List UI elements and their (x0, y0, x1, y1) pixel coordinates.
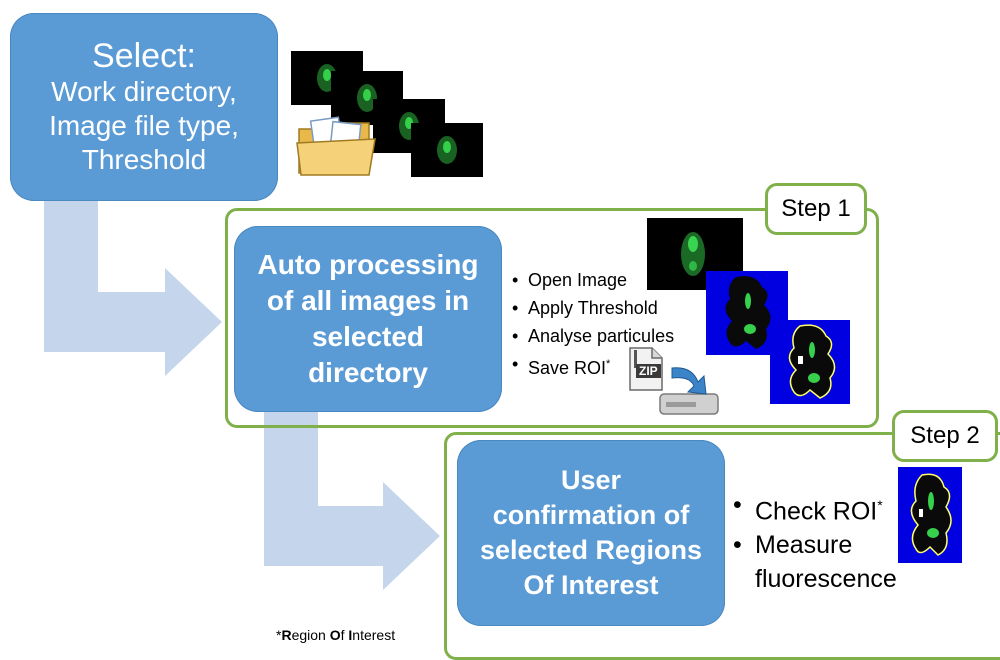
arrow-select-to-step1 (44, 195, 222, 376)
task-save-roi: Save ROI* (512, 350, 674, 382)
step1-box-line4: directory (308, 357, 428, 388)
select-line-work-directory: Work directory, (51, 76, 237, 107)
footnote-o-rest: f (340, 627, 349, 643)
select-line-image-file-type: Image file type, (49, 110, 239, 141)
footnote-o: O (329, 627, 341, 643)
select-box: Select: Work directory, Image file type,… (10, 13, 278, 201)
footnote-r: R (281, 627, 292, 643)
select-title: Select: (92, 37, 196, 75)
task-apply-threshold: Apply Threshold (512, 294, 674, 322)
step1-label: Step 1 (765, 183, 867, 235)
step2-box-line1: User (560, 465, 622, 495)
save-drive-icon (658, 364, 720, 416)
folder-icon (295, 113, 379, 179)
task-save-roi-label: Save ROI (528, 358, 607, 378)
task-save-roi-star: * (606, 358, 611, 370)
step2-box-line3: selected Regions (479, 535, 703, 565)
flow-arrows (44, 195, 440, 590)
step1-frame (225, 208, 879, 428)
step2-confirm-box: User confirmation of selected Regions Of… (457, 440, 725, 626)
task-check-roi-star: * (877, 497, 883, 513)
task-measure-line2: fluorescence (755, 565, 897, 594)
step1-process-box: Auto processing of all images in selecte… (234, 226, 502, 412)
footnote-i-rest: nterest (352, 627, 396, 643)
footnote: *Region Of Interest (276, 627, 395, 643)
step2-box-line4: Of Interest (523, 570, 659, 600)
task-analyse-particules: Analyse particules (512, 322, 674, 350)
step2-task-list: Check ROI* Measure fluorescence (733, 488, 897, 596)
step1-task-list: Open Image Apply Threshold Analyse parti… (512, 266, 674, 382)
footnote-star: * (276, 627, 282, 643)
step2-box-line2: confirmation of (492, 500, 690, 530)
step2-label: Step 2 (892, 410, 998, 462)
footnote-r-rest: egion (291, 627, 330, 643)
task-measure-line1: Measure (755, 531, 853, 560)
step1-box-line3: selected (311, 321, 425, 352)
footnote-i: I (348, 627, 353, 643)
fluorescence-image-4 (411, 123, 483, 177)
task-open-image: Open Image (512, 266, 674, 294)
task-check-roi-label: Check ROI (755, 497, 878, 526)
task-check-roi: Check ROI* (733, 488, 897, 528)
zip-label: ZIP (636, 364, 661, 378)
select-line-threshold: Threshold (81, 144, 207, 175)
step1-box-line1: Auto processing (257, 249, 479, 280)
roi-image-thumbnail (770, 320, 850, 404)
step1-box-line2: of all images in (266, 285, 470, 316)
task-measure-fluorescence: Measure fluorescence (733, 528, 897, 596)
arrow-step1-to-step2 (264, 412, 440, 590)
roi-check-thumbnail (898, 467, 962, 563)
